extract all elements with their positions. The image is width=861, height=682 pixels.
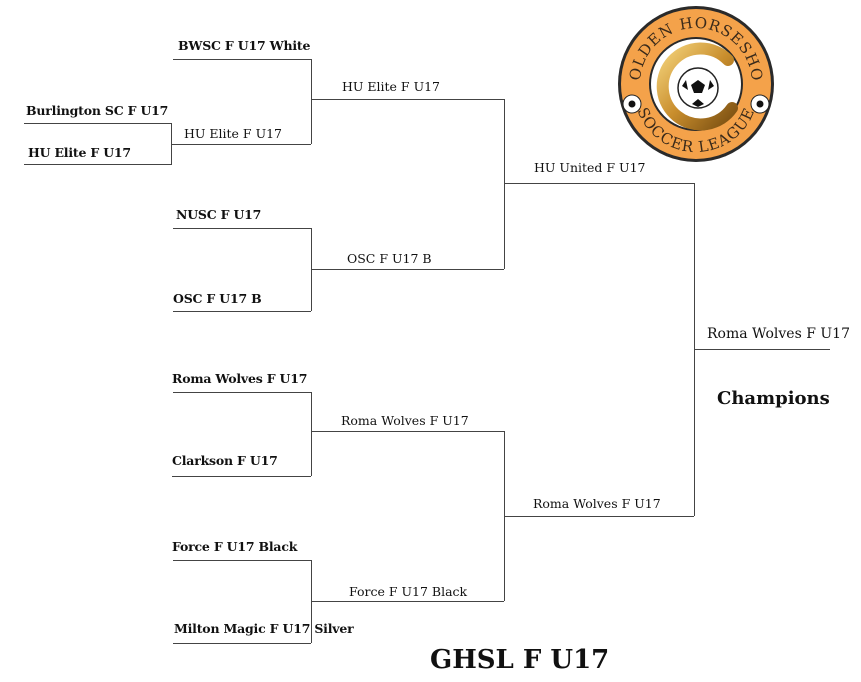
small-ball-right-icon <box>750 94 770 114</box>
team-r1-1: Burlington SC F U17 <box>26 103 169 118</box>
bracket-line <box>504 516 694 517</box>
bracket-line <box>173 228 311 229</box>
bracket-line <box>24 123 172 124</box>
small-ball-left-icon <box>622 94 642 114</box>
qf-winner-3: Roma Wolves F U17 <box>341 413 469 428</box>
bracket-line <box>173 643 311 644</box>
sf-winner-1: HU United F U17 <box>534 160 646 175</box>
bracket-line <box>311 269 504 270</box>
bracket-line <box>24 164 172 165</box>
bracket-connector <box>171 123 172 164</box>
page-title: GHSL F U17 <box>430 645 610 675</box>
bracket-connector <box>504 99 505 269</box>
champions-label: Champions <box>717 388 830 409</box>
team-r2-7: Force F U17 Black <box>172 539 298 554</box>
champion-team: Roma Wolves F U17 <box>707 326 850 342</box>
horseshoe-icon <box>656 42 738 131</box>
bracket-line <box>311 99 504 100</box>
bracket-line <box>172 476 311 477</box>
bracket-line <box>311 601 504 602</box>
bracket-line <box>504 183 694 184</box>
team-r2-3: NUSC F U17 <box>176 207 262 222</box>
league-logo: GOLDEN HORSESHOE SOCCER LEAGUE <box>604 0 782 162</box>
team-r1-2: HU Elite F U17 <box>28 145 131 160</box>
soccer-ball-icon <box>677 67 719 109</box>
bracket-line <box>172 144 311 145</box>
bracket-line <box>311 431 504 432</box>
qf-winner-2: OSC F U17 B <box>347 251 432 266</box>
bracket-line <box>173 59 311 60</box>
bracket-line <box>173 392 311 393</box>
qf-winner-4: Force F U17 Black <box>349 584 468 599</box>
qf-winner-1: HU Elite F U17 <box>342 79 441 94</box>
bracket-line <box>173 311 311 312</box>
team-r2-6: Clarkson F U17 <box>172 453 278 468</box>
bracket-connector <box>311 59 312 144</box>
team-r2-1: BWSC F U17 White <box>178 38 311 53</box>
team-r2-4: OSC F U17 B <box>173 291 262 306</box>
team-r2-5: Roma Wolves F U17 <box>172 371 308 386</box>
bracket-line <box>694 349 830 350</box>
bracket-connector <box>311 392 312 476</box>
team-r2-8: Milton Magic F U17 Silver <box>174 621 354 636</box>
team-r2-2: HU Elite F U17 <box>184 126 283 141</box>
bracket-line <box>173 560 311 561</box>
sf-winner-2: Roma Wolves F U17 <box>533 496 661 511</box>
